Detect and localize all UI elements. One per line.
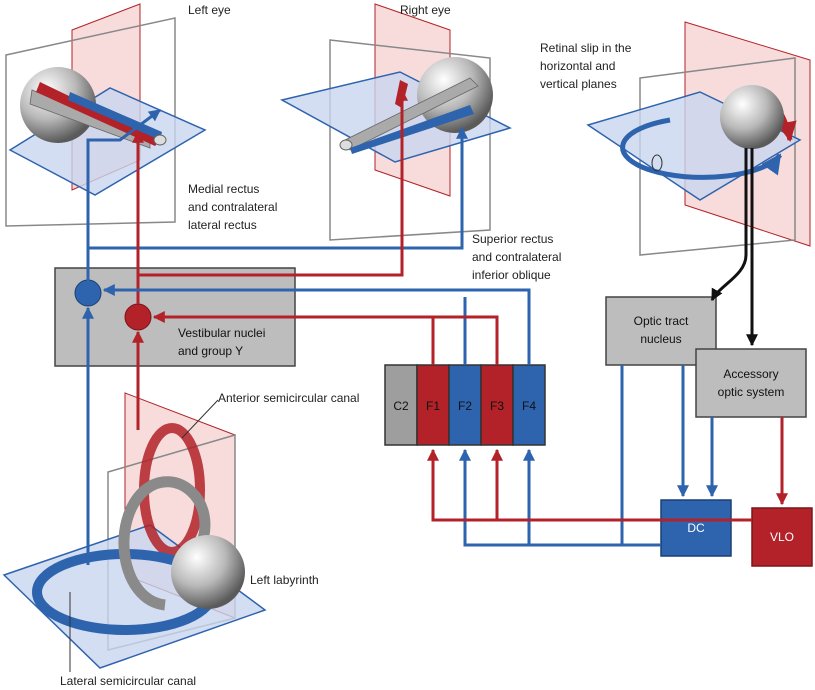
left-eye-vertical-plane xyxy=(5,17,176,227)
retinal-slip-eyeball xyxy=(720,85,784,149)
retinal-slip-nerve xyxy=(651,154,663,172)
optic-tract-label-1: Optic tract xyxy=(634,314,689,328)
flocculus-zones: C2 F1 F2 F3 F4 xyxy=(384,364,546,446)
accessory-optic-label-1: Accessory xyxy=(723,367,778,381)
retinal-slip-vertical-plane xyxy=(639,57,796,256)
left-eye-label: Left eye xyxy=(188,3,231,17)
vestibular-nuclei-label-1: Vestibular nuclei xyxy=(178,326,265,340)
f2-f4-to-blue-node xyxy=(102,284,531,365)
right-eye-vertical-plane xyxy=(329,39,491,241)
left-eye-optic-nerve xyxy=(153,134,167,146)
blue-path-left-eye xyxy=(86,108,161,248)
vlo-box xyxy=(751,507,813,567)
zone-c2-label: C2 xyxy=(393,399,409,413)
vestibular-blue-node xyxy=(74,279,102,307)
accessory-optic-label-2: optic system xyxy=(718,385,785,399)
labyrinth-vestibule xyxy=(171,535,245,609)
retinal-slip-label-2: horizontal and xyxy=(540,59,615,73)
optic-tract-label-2: nucleus xyxy=(640,332,681,346)
zone-f2 xyxy=(448,364,482,446)
medial-rectus-label-3: lateral rectus xyxy=(188,218,257,232)
zone-c2 xyxy=(384,364,418,446)
labyrinth-gray-canal xyxy=(118,476,211,611)
retina-to-optic-tract-arrow xyxy=(710,148,748,302)
vlo-to-f1-f3-red xyxy=(427,448,752,522)
retinal-slip-label-1: Retinal slip in the xyxy=(540,41,632,55)
left-labyrinth-label: Left labyrinth xyxy=(250,573,319,587)
anterior-canal-label: Anterior semicircular canal xyxy=(218,391,359,405)
accessory-optic-box xyxy=(695,348,807,418)
left-eye-blue-muscle xyxy=(68,92,162,140)
medial-rectus-label-2: and contralateral xyxy=(188,200,277,214)
blue-path-to-eyes xyxy=(86,126,468,281)
zone-f1-label: F1 xyxy=(426,399,440,413)
superior-rectus-label-1: Superior rectus xyxy=(472,232,553,246)
right-eye-label: Right eye xyxy=(400,3,451,17)
zone-f2-label: F2 xyxy=(458,399,472,413)
right-eye-group xyxy=(279,3,513,241)
zone-f3-label: F3 xyxy=(490,399,504,413)
superior-rectus-label-2: and contralateral xyxy=(472,250,561,264)
right-eye-optic-nerve xyxy=(339,139,353,151)
labyrinth-group xyxy=(2,392,267,669)
lateral-canal-label: Lateral semicircular canal xyxy=(60,674,196,688)
medial-rectus-label-1: Medial rectus xyxy=(188,182,259,196)
zone-f4 xyxy=(512,364,546,446)
dc-box xyxy=(660,499,732,557)
superior-rectus-label-3: inferior oblique xyxy=(472,268,551,282)
dc-to-f2-f4-blue xyxy=(459,448,661,547)
retinal-slip-horizontal-arrow xyxy=(620,117,783,180)
dc-label: DC xyxy=(687,521,705,535)
f1-f3-to-red-node xyxy=(152,311,499,365)
anterior-canal-leader xyxy=(181,399,219,439)
retinal-slip-group xyxy=(586,21,811,256)
retinal-slip-label-3: vertical planes xyxy=(540,77,617,91)
vlo-label: VLO xyxy=(770,530,794,544)
zone-f4-label: F4 xyxy=(522,399,536,413)
vestibular-nuclei-label-2: and group Y xyxy=(178,344,243,358)
right-eye-blue-muscle xyxy=(350,105,474,154)
zone-f1 xyxy=(416,364,450,446)
vestibular-red-node xyxy=(124,303,152,331)
left-eye-red-muscle xyxy=(36,82,160,146)
left-eye-group xyxy=(5,3,207,227)
